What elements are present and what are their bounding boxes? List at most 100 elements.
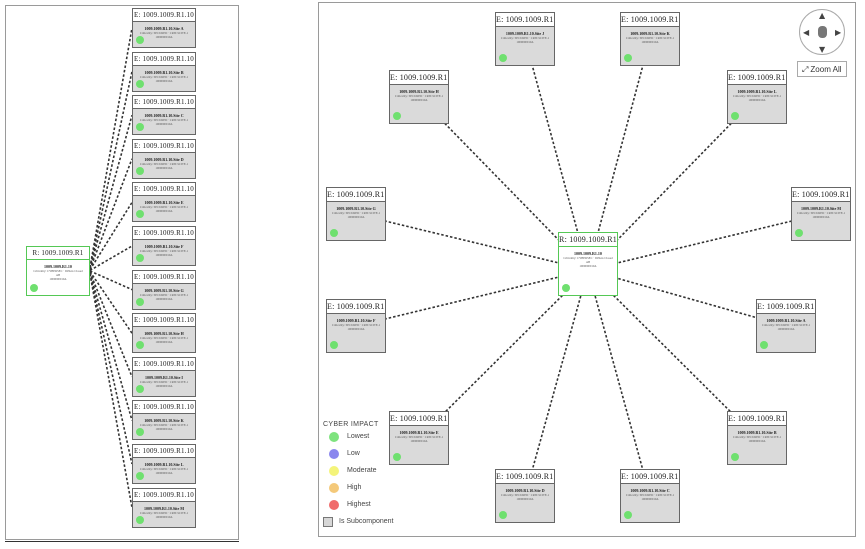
node-subtitle: Criticality: SECURED · CRIT-SCITE-1 xyxy=(625,36,675,40)
impact-status-icon xyxy=(499,511,507,519)
impact-status-icon xyxy=(330,229,338,237)
node-header: E: 1009.1009.R1.10 xyxy=(133,52,195,66)
legend-item: Low xyxy=(323,449,403,466)
node-subtitle: Criticality: SECURED · CRIT-SCITE-1 xyxy=(500,36,550,40)
node-name: 1009.1009.R1.10.Site D xyxy=(505,488,545,493)
node-subtitle: Criticality: SECURED · CRIT-SCITE-1 xyxy=(139,31,189,35)
node-code: 1009000010A xyxy=(641,497,659,501)
node-name: 1009.1009.R1.10.Site C xyxy=(144,113,184,119)
impact-status-icon xyxy=(136,166,144,175)
child-node[interactable]: E: 1009.1009.R1.10 1009.1009.R1.10.Site E… xyxy=(132,182,196,223)
node-header: E: 1009.1009.R1.10 xyxy=(133,227,195,240)
node-header: E: 1009.1009.R1.10 xyxy=(133,401,195,415)
zoom-all-label: Zoom All xyxy=(810,65,842,74)
node-name: 1009.1009.R1.10.Site D xyxy=(144,156,184,162)
node-subtitle: Criticality: SECURED · CRIT-SCITE-1 xyxy=(732,435,782,439)
node-header: E: 1009.1009.R1.10 xyxy=(390,412,448,426)
node-header: E: 1009.1009.R1.10 xyxy=(133,183,195,197)
node-header: E: 1009.1009.R1.10 xyxy=(133,139,195,153)
node-code: 1009000010A xyxy=(155,296,173,301)
arrow-down-icon[interactable]: ▼ xyxy=(819,45,826,54)
impact-status-icon xyxy=(760,341,768,349)
node-header: E: 1009.1009.R1.10 xyxy=(390,71,448,85)
node-name: 1009.1009.R1.10.Site A xyxy=(766,318,806,323)
radial-edge xyxy=(524,269,589,497)
zoom-all-button[interactable]: ⤢Zoom All xyxy=(797,61,847,77)
node-name: 1009.1009.R1.10.Site K xyxy=(630,31,670,36)
radial-edge xyxy=(587,269,651,497)
node-subtitle: Criticality: SECURED · CRIT-SCITE-1 xyxy=(732,94,782,98)
node-subtitle: Criticality: SECURED · CRIT-SCITE-1 xyxy=(139,161,189,166)
node-code: 1009000010A xyxy=(155,383,173,388)
tree-edge xyxy=(89,201,133,271)
tree-edge xyxy=(89,273,133,465)
node-code: 1009000010A xyxy=(49,277,67,281)
node-subtitle: Criticality: CYBERSEC · DiNets Closed xyxy=(33,269,83,273)
node-code: 1009000010A xyxy=(155,209,173,214)
legend-label: Moderate xyxy=(347,467,377,474)
zoom-fit-icon: ⤢ xyxy=(802,65,809,74)
node-code: 1009000010A xyxy=(347,215,365,219)
node-code: 1009000010A xyxy=(516,40,534,44)
child-node[interactable]: E: 1009.1009.R1.10 1009.1009.R1.10.Site D… xyxy=(132,138,196,179)
node-subtitle: Criticality: SECURED · CRIT-SCITE-1 xyxy=(139,249,189,253)
node-code: 1009000010A xyxy=(155,340,173,345)
tree-edge xyxy=(89,273,133,508)
node-code: 1009000010A xyxy=(155,78,173,83)
legend-swatch-icon xyxy=(329,483,339,493)
node-code: 1009000010A xyxy=(155,122,173,127)
impact-status-icon xyxy=(136,384,144,393)
node-subtitle: Criticality: SECURED · CRIT-SCITE-1 xyxy=(139,467,189,471)
radial-edge xyxy=(355,213,589,271)
node-header: R: 1009.1009.R1 xyxy=(559,233,617,247)
node-subtitle: Criticality: SECURED · CRIT-SCITE-1 xyxy=(331,211,381,215)
node-subtitle: Criticality: SECURED · CRIT-SCITE-1 xyxy=(139,336,189,341)
node-header: E: 1009.1009.R1.10 xyxy=(327,188,385,202)
node-name: 1009.1009.R1.10.Site H xyxy=(144,331,184,337)
child-node[interactable]: E: 1009.1009.R1.10 1009.1009.R1.10.Site K… xyxy=(132,400,196,441)
node-name: 1009.1009.R1.10 xyxy=(44,264,72,269)
arrow-left-icon[interactable]: ◀ xyxy=(803,28,810,37)
node-code: 1009000010A xyxy=(347,327,365,331)
arrow-right-icon[interactable]: ▶ xyxy=(835,28,842,37)
node-name: 1009.1009.R1.10.Site E xyxy=(144,200,184,206)
impact-status-icon xyxy=(136,254,144,262)
tree-edge xyxy=(89,114,133,269)
impact-status-icon xyxy=(795,229,803,237)
navigation-control[interactable]: ▲ ▼ ◀ ▶ xyxy=(799,9,845,55)
zoom-slider-icon[interactable] xyxy=(818,26,827,38)
node-name: 1009.1009.R1.10.Site L xyxy=(144,462,184,467)
node-code: 1009000010A xyxy=(641,40,659,44)
node-subtitle: Criticality: SECURED · CRIT-SCITE-1 xyxy=(139,423,189,428)
arrow-up-icon[interactable]: ▲ xyxy=(819,11,826,20)
node-code: 1009000010A xyxy=(155,514,173,519)
impact-status-icon xyxy=(136,472,144,480)
node-name: 1009.1009.R1.10.Site K xyxy=(144,418,184,424)
